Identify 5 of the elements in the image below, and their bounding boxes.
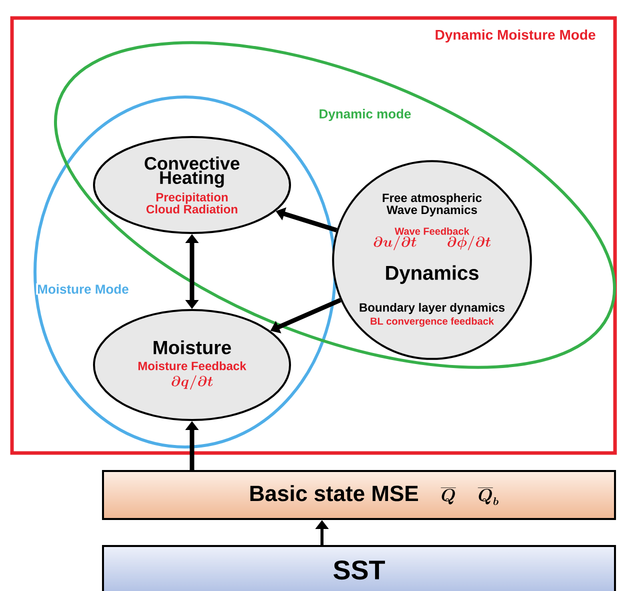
state-box: Basic state MSE $\overline{Q}$ $\overline{Q}_b$ [102, 470, 616, 520]
ellipse-heading: Dynamic mode [320, 108, 411, 122]
ellipse-heading: Moisture Mode [36, 283, 130, 295]
frame-heading: Dynamic Moisture Mode [436, 29, 596, 43]
sst-box: SST [102, 545, 616, 591]
